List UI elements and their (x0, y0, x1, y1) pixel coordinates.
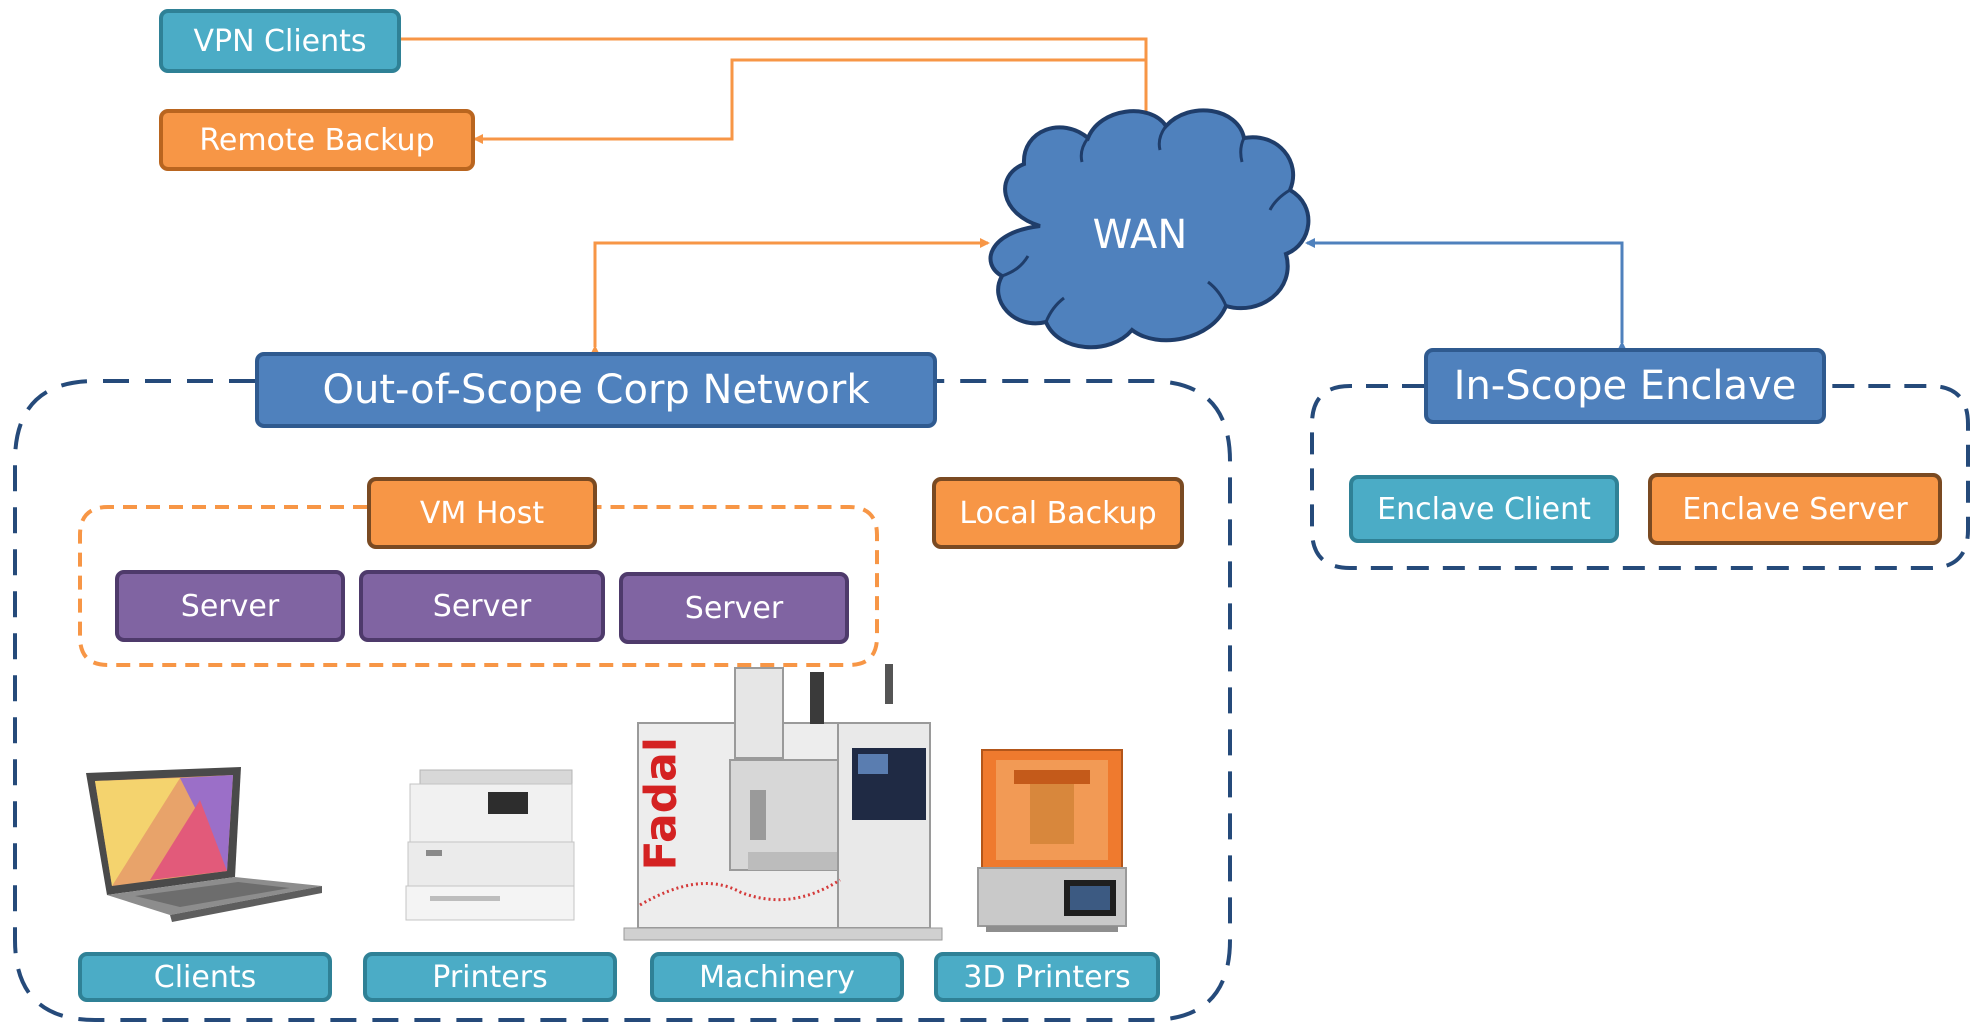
vm-host-boundary (78, 505, 879, 667)
local-backup-label: Local Backup (959, 495, 1157, 531)
machinery-brand-text: Fadal (635, 737, 687, 871)
3d-printers-node: 3D Printers (934, 952, 1160, 1002)
vpn-clients-label: VPN Clients (193, 23, 367, 59)
vpn-clients-node: VPN Clients (159, 9, 401, 73)
local-backup-node: Local Backup (932, 477, 1184, 549)
enclave-boundary (1310, 384, 1970, 570)
vpn-to-wan-connector (401, 37, 1151, 137)
enclave-client-node: Enclave Client (1349, 475, 1619, 543)
vm-host-node: VM Host (367, 477, 597, 549)
printers-node: Printers (363, 952, 617, 1002)
corp-to-wan-connector (590, 238, 990, 355)
remote-backup-label: Remote Backup (199, 122, 435, 158)
clients-node: Clients (78, 952, 332, 1002)
remote-backup-node: Remote Backup (159, 109, 475, 171)
enclave-client-label: Enclave Client (1377, 491, 1591, 527)
corp-network-title: Out-of-Scope Corp Network (255, 352, 937, 428)
enclave-title-label: In-Scope Enclave (1453, 363, 1797, 409)
laptop-image (86, 767, 322, 922)
server-node: Server (359, 570, 605, 642)
printers-label: Printers (432, 959, 548, 995)
enclave-server-node: Enclave Server (1648, 473, 1942, 545)
enclave-title: In-Scope Enclave (1424, 348, 1826, 424)
enclave-to-wan-connector (1305, 238, 1627, 351)
printer-image (405, 769, 575, 921)
machinery-label: Machinery (699, 959, 855, 995)
enclave-server-label: Enclave Server (1682, 491, 1908, 527)
machinery-image (623, 664, 943, 941)
3d-printer-image (977, 749, 1127, 932)
3d-printers-label: 3D Printers (963, 959, 1131, 995)
machinery-node: Machinery (650, 952, 904, 1002)
wan-cloud-icon (988, 108, 1311, 350)
wan-label: WAN (1092, 212, 1188, 258)
wan-to-remote-backup-connector (473, 58, 1146, 144)
server-label: Server (180, 588, 280, 624)
vm-host-label: VM Host (419, 495, 545, 531)
clients-label: Clients (153, 959, 257, 995)
corp-network-boundary (13, 379, 1232, 1022)
server-node: Server (619, 572, 849, 644)
corp-network-title-label: Out-of-Scope Corp Network (322, 367, 870, 413)
server-label: Server (432, 588, 532, 624)
server-node: Server (115, 570, 345, 642)
server-label: Server (684, 590, 784, 626)
